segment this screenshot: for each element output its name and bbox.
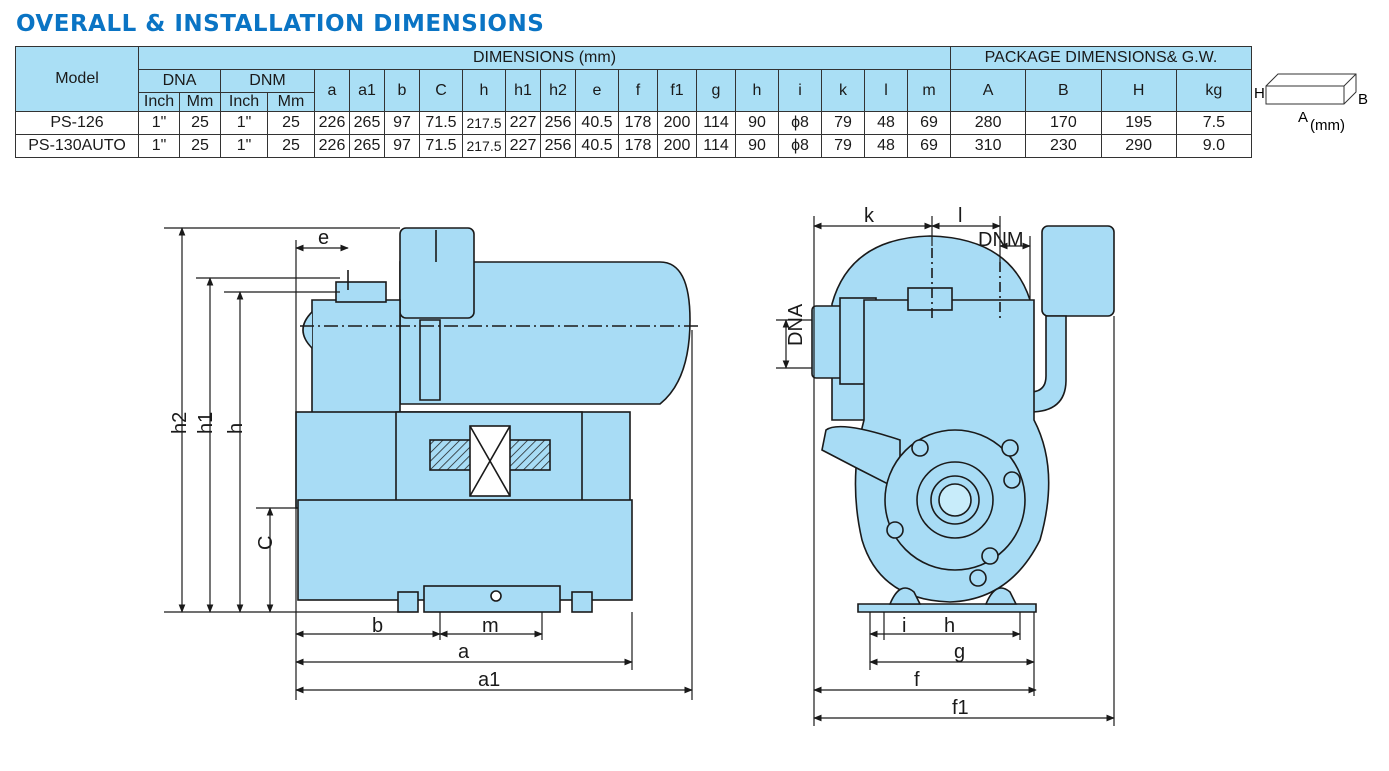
dnm-mm-header: Mm (267, 92, 315, 112)
pkg-col-header: kg (1175, 69, 1253, 112)
table-cell: 114 (696, 134, 736, 158)
dna-header: DNA (138, 69, 221, 93)
box-b-label: B (1358, 91, 1368, 108)
col-header: h (462, 69, 506, 112)
label-a1: a1 (478, 669, 500, 691)
side-view-drawing (295, 227, 700, 613)
label-l: l (958, 205, 962, 227)
col-header: C (419, 69, 463, 112)
label-m: m (482, 615, 499, 637)
page-title: OVERALL & INSTALLATION DIMENSIONS (16, 11, 545, 37)
table-cell: 290 (1100, 134, 1177, 158)
label-f: f (914, 669, 920, 691)
col-header: a (314, 69, 350, 112)
label-DNA: DNA (785, 303, 807, 346)
model-cell: PS-126 (15, 111, 139, 135)
table-cell: 256 (540, 134, 576, 158)
table-cell: 69 (907, 134, 951, 158)
col-header: h1 (505, 69, 541, 112)
table-cell: 227 (505, 111, 541, 135)
table-cell: 226 (314, 134, 350, 158)
model-header: Model (15, 46, 139, 112)
label-f1: f1 (952, 697, 969, 719)
table-cell: 71.5 (419, 134, 463, 158)
table-cell: 226 (314, 111, 350, 135)
package-box-icon: H B A (mm) (1254, 73, 1368, 134)
label-h: h (225, 423, 247, 434)
dna-inch-header: Inch (138, 92, 180, 112)
table-cell: 178 (618, 134, 658, 158)
table-cell: 1" (138, 134, 180, 158)
table-row: PS-126 1" 25 1" 25 226 265 97 71.5 217.5… (15, 111, 1375, 135)
label-b: b (372, 615, 383, 637)
dimensions-header: DIMENSIONS (mm) (138, 46, 951, 70)
dnm-header: DNM (220, 69, 315, 93)
col-header: f1 (657, 69, 697, 112)
package-header: PACKAGE DIMENSIONS& G.W. (950, 46, 1252, 70)
table-cell: 97 (384, 111, 420, 135)
table-cell: 1" (220, 134, 268, 158)
pkg-col-header: B (1025, 69, 1102, 112)
table-cell: 265 (349, 134, 385, 158)
box-h-label: H (1254, 85, 1265, 102)
table-cell: 195 (1100, 111, 1177, 135)
label-DNM: DNM (978, 229, 1024, 251)
table-cell: 310 (949, 134, 1027, 158)
col-header: i (778, 69, 822, 112)
label-h-front: h (944, 615, 955, 637)
label-g: g (954, 641, 965, 663)
table-cell: 25 (267, 111, 315, 135)
table-row: PS-130AUTO 1" 25 1" 25 226 265 97 71.5 2… (15, 134, 1375, 158)
table-cell: 25 (267, 134, 315, 158)
side-view-labels: e h2 h1 h C b m a a1 (169, 227, 500, 691)
label-k: k (864, 205, 875, 227)
label-C: C (255, 536, 277, 550)
table-cell: 217.5 (462, 111, 506, 135)
box-a-label: A (1298, 109, 1308, 126)
pkg-col-header: H (1100, 69, 1177, 112)
side-view-dimensions (164, 227, 693, 700)
table-cell: 79 (821, 134, 865, 158)
dimensions-table: Model DIMENSIONS (mm) PACKAGE DIMENSIONS… (15, 46, 1374, 158)
front-view-drawing (811, 225, 1115, 613)
table-cell: 200 (657, 134, 697, 158)
table-cell: 217.5 (462, 134, 506, 158)
front-view-labels: k l DNM DNA i h g f f1 (785, 205, 1024, 719)
label-h2: h2 (169, 412, 191, 434)
col-header: m (907, 69, 951, 112)
col-header: h2 (540, 69, 576, 112)
table-cell: 256 (540, 111, 576, 135)
table-cell: 230 (1025, 134, 1102, 158)
model-cell: PS-130AUTO (15, 134, 139, 158)
box-unit-label: (mm) (1310, 117, 1345, 134)
col-header: g (696, 69, 736, 112)
table-cell: 97 (384, 134, 420, 158)
label-e: e (318, 227, 329, 249)
col-header: e (575, 69, 619, 112)
table-cell: 90 (735, 134, 779, 158)
label-h1: h1 (195, 412, 217, 434)
table-cell: 25 (179, 134, 221, 158)
label-a: a (458, 641, 470, 663)
table-cell: 9.0 (1175, 134, 1253, 158)
col-header: a1 (349, 69, 385, 112)
package-box-cell: H B A (mm) (1251, 46, 1374, 158)
label-i: i (902, 615, 906, 637)
dnm-inch-header: Inch (220, 92, 268, 112)
front-view-dimensions (776, 216, 1115, 726)
